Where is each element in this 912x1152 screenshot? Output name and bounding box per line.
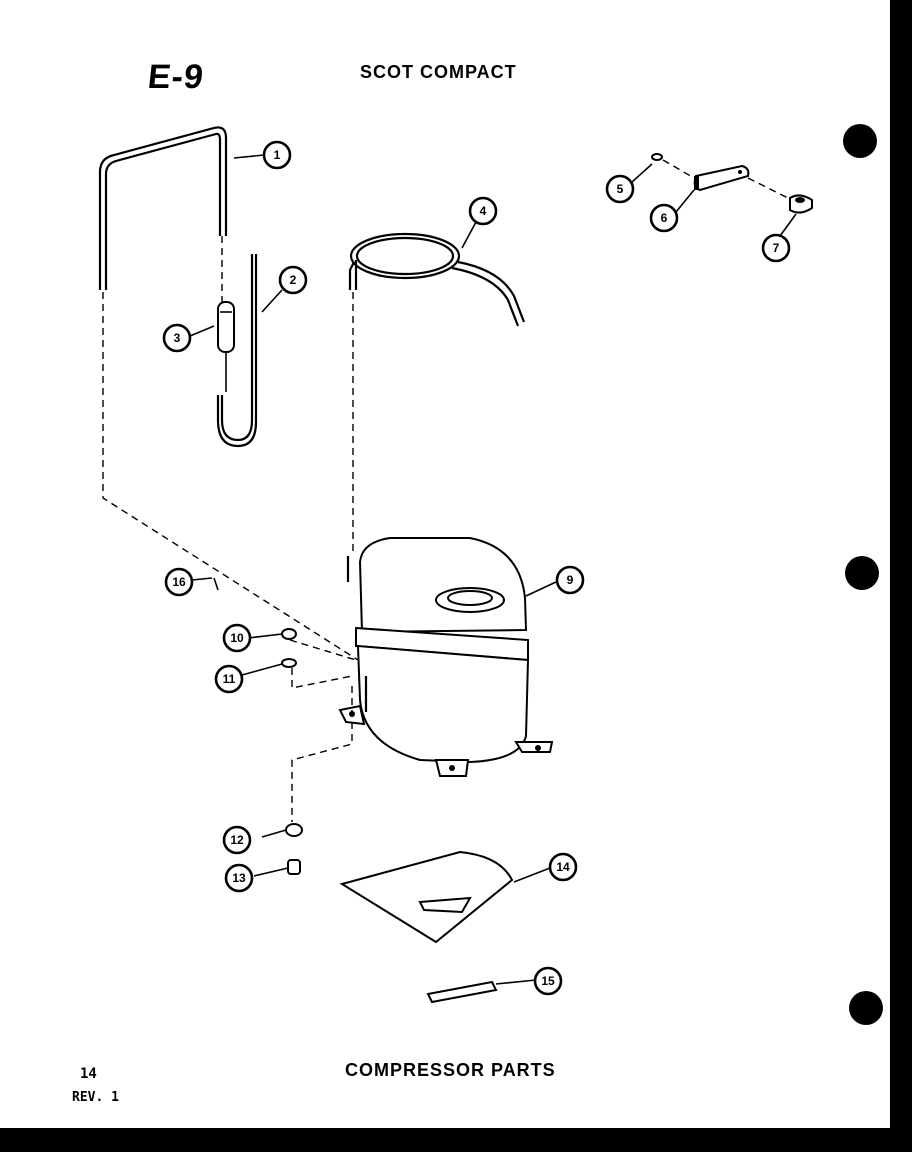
part-tube-1 xyxy=(98,126,228,290)
part-drier-3 xyxy=(217,301,235,392)
callout-7-label: 7 xyxy=(773,241,780,255)
callout-1: 1 xyxy=(262,140,292,170)
callout-9-label: 9 xyxy=(567,573,574,587)
part-screw-16 xyxy=(213,577,219,591)
callout-11: 11 xyxy=(214,664,244,694)
part-suction-coil-4 xyxy=(348,232,526,327)
callout-10-label: 10 xyxy=(230,631,244,645)
part-grommet-12 xyxy=(285,823,303,837)
callout-4: 4 xyxy=(468,196,498,226)
callout-4-label: 4 xyxy=(480,204,487,218)
part-base-plate-14 xyxy=(339,850,514,944)
scan-edge-bottom xyxy=(0,1128,912,1152)
callout-3: 3 xyxy=(162,323,192,353)
part-relay-clip-6 xyxy=(693,164,750,192)
callout-10: 10 xyxy=(222,623,252,653)
model-title: SCOT COMPACT xyxy=(360,62,517,82)
callout-5-label: 5 xyxy=(617,182,624,196)
callout-16-label: 16 xyxy=(172,575,186,589)
binder-hole-bottom xyxy=(849,991,883,1025)
revision-label: REV. 1 xyxy=(72,1090,119,1105)
callout-15-label: 15 xyxy=(541,974,555,988)
callout-2-label: 2 xyxy=(290,273,297,287)
part-compressor-9 xyxy=(338,537,554,777)
callout-15: 15 xyxy=(533,966,563,996)
callout-14-label: 14 xyxy=(556,860,570,874)
callout-6: 6 xyxy=(649,203,679,233)
callout-16: 16 xyxy=(164,567,194,597)
callout-3-label: 3 xyxy=(174,331,181,345)
page-number: 14 xyxy=(80,1066,97,1082)
callout-1-label: 1 xyxy=(274,148,281,162)
part-washer-11 xyxy=(281,658,297,668)
callout-13-label: 13 xyxy=(232,871,246,885)
part-screw-5 xyxy=(651,153,663,161)
part-nut-10 xyxy=(281,628,297,640)
exploded-parts-diagram: 1 2 3 4 5 6 7 9 16 10 11 12 xyxy=(98,126,813,1004)
callout-6-label: 6 xyxy=(661,211,668,225)
part-clip-15 xyxy=(426,980,498,1004)
callout-14: 14 xyxy=(548,852,578,882)
callout-12: 12 xyxy=(222,825,252,855)
part-spacer-13 xyxy=(287,859,301,875)
callout-9: 9 xyxy=(555,565,585,595)
callout-12-label: 12 xyxy=(230,833,244,847)
callout-5: 5 xyxy=(605,174,635,204)
callout-11-label: 11 xyxy=(223,672,236,686)
part-grommet-7 xyxy=(789,194,813,214)
callout-7: 7 xyxy=(761,233,791,263)
binder-hole-top xyxy=(843,124,877,158)
callout-13: 13 xyxy=(224,863,254,893)
callout-2: 2 xyxy=(278,265,308,295)
scan-edge-right xyxy=(890,0,912,1152)
part-capillary-tube-2 xyxy=(216,254,258,448)
footer-title: COMPRESSOR PARTS xyxy=(345,1060,556,1080)
binder-hole-middle xyxy=(845,556,879,590)
